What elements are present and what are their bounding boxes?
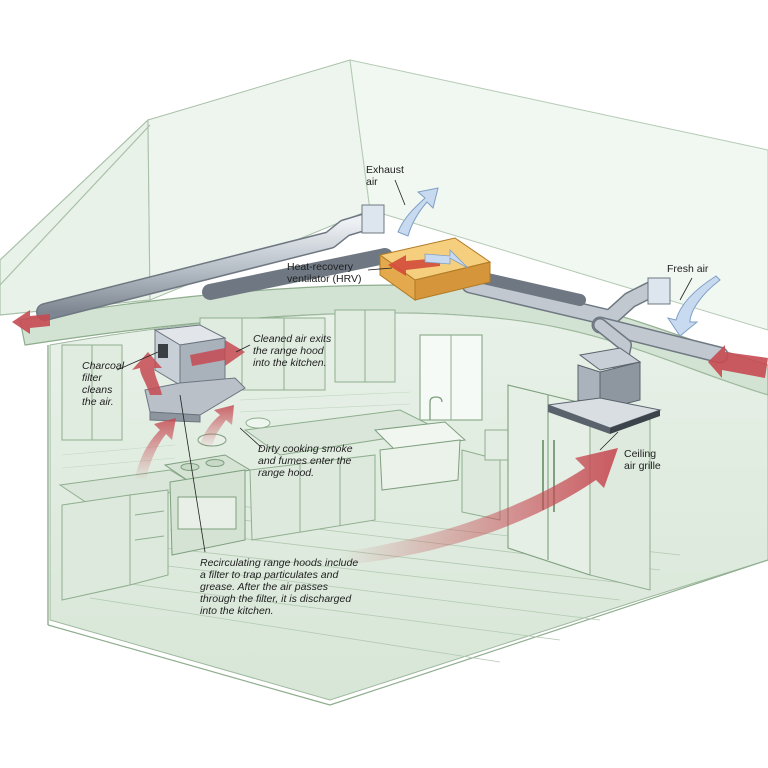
label-line: through the filter, it is discharged	[200, 593, 352, 605]
label-charcoal-filter: Charcoal filter cleans the air.	[82, 360, 124, 408]
outgoing-air-arrow	[12, 310, 50, 334]
label-line: grease. After the air passes	[200, 581, 329, 593]
ceiling-air-grille	[547, 347, 662, 434]
incoming-supply-arrow	[708, 345, 768, 378]
label-line: Charcoal	[82, 360, 125, 372]
label-line: the range hood	[253, 345, 324, 357]
label-ceiling-grille: Ceiling air grille	[624, 448, 661, 472]
label-line: into the kitchen.	[253, 357, 327, 369]
fresh-air-arrow	[666, 275, 721, 337]
label-line: Heat-recovery	[287, 261, 353, 273]
leader-lines	[116, 179, 693, 553]
supply-air-arrow	[340, 448, 618, 565]
label-line: cleans	[82, 384, 113, 396]
label-line: range hood.	[258, 467, 315, 479]
label-cleaned-air: Cleaned air exits the range hood into th…	[253, 333, 331, 369]
label-line: Dirty cooking smoke	[258, 443, 353, 455]
label-exhaust-air: Exhaust air	[366, 164, 404, 188]
label-line: Recirculating range hoods include	[200, 557, 359, 569]
smoke-intake-arrows	[135, 405, 234, 480]
label-line: Exhaust	[366, 164, 404, 176]
range-hood	[144, 324, 246, 423]
label-line: ventilator (HRV)	[287, 273, 362, 285]
label-recirculating: Recirculating range hoods include a filt…	[200, 557, 358, 617]
label-line: Fresh air	[667, 263, 709, 275]
label-line: a filter to trap particulates and	[200, 569, 339, 581]
hood-exit-arrow	[190, 340, 245, 366]
label-line: Ceiling	[624, 448, 657, 460]
label-line: air	[366, 176, 378, 188]
label-hrv: Heat-recovery ventilator (HRV)	[287, 261, 362, 285]
label-line: the air.	[82, 396, 114, 408]
label-line: into the kitchen.	[200, 605, 274, 617]
label-line: Cleaned air exits	[253, 333, 332, 345]
label-fresh-air: Fresh air	[667, 263, 708, 275]
label-line: air grille	[624, 460, 661, 472]
label-line: and fumes enter the	[258, 455, 352, 467]
exhaust-air-arrow	[397, 187, 439, 237]
hrv-flow-arrows	[388, 249, 469, 276]
label-dirty-smoke: Dirty cooking smoke and fumes enter the …	[258, 443, 353, 479]
hood-side-arrow	[132, 352, 162, 395]
label-line: filter	[82, 372, 102, 384]
duct-system	[36, 213, 729, 377]
